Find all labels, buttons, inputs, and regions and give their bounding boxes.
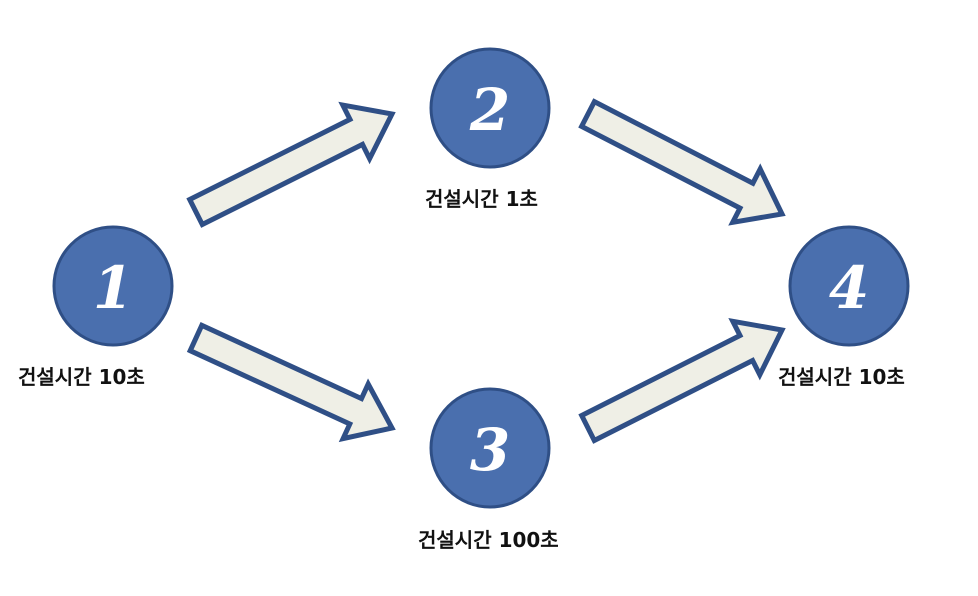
node-1-number: 1: [93, 254, 133, 322]
node-4-number: 4: [829, 254, 869, 322]
node-3-number: 3: [470, 416, 510, 484]
node-3-circle: [429, 387, 551, 509]
node-3-label: 건설시간 100초: [418, 528, 559, 552]
node-1-label: 건설시간 10초: [18, 365, 145, 389]
node-4-circle: [788, 225, 910, 347]
node-1: 1: [52, 225, 174, 347]
node-4: 4: [788, 225, 910, 347]
node-2: 2: [429, 47, 551, 169]
node-2-label: 건설시간 1초: [425, 187, 538, 211]
arrow-1-to-3: [186, 321, 396, 443]
node-1-circle: [52, 225, 174, 347]
arrow-1-to-2: [186, 101, 396, 228]
arrows-layer: [186, 98, 786, 444]
node-4-label: 건설시간 10초: [778, 365, 905, 389]
node-3: 3: [429, 387, 551, 509]
node-2-circle: [429, 47, 551, 169]
arrow-2-to-4: [578, 98, 786, 226]
arrow-3-to-4: [578, 317, 786, 444]
node-2-number: 2: [469, 76, 510, 144]
